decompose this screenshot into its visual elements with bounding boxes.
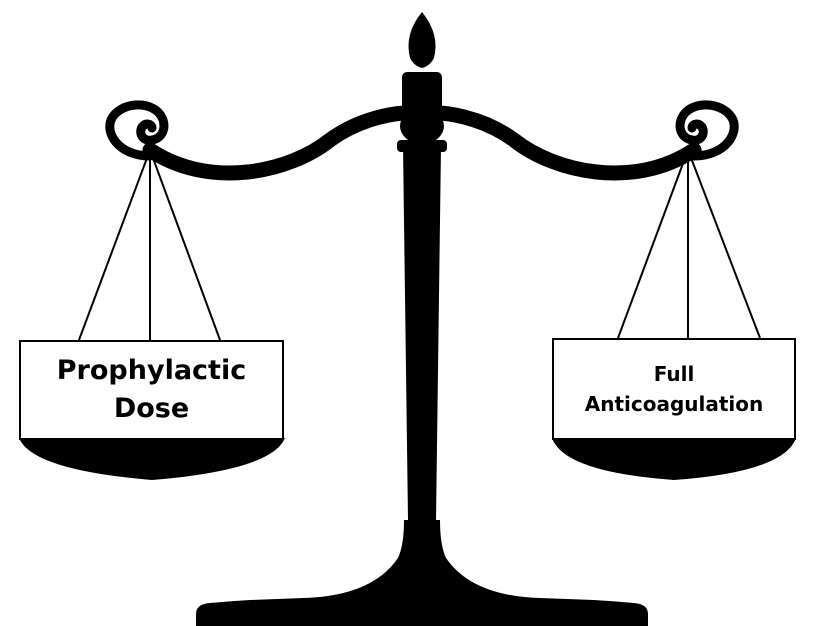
scale-finial bbox=[409, 12, 436, 68]
left-strings bbox=[79, 150, 220, 340]
scale-base bbox=[196, 520, 648, 626]
right-pan-label-line-1: Full bbox=[654, 359, 695, 389]
left-pan-label-line-2: Dose bbox=[114, 390, 189, 428]
left-pan-label-line-1: Prophylactic bbox=[57, 352, 246, 390]
left-pan-label: Prophylactic Dose bbox=[19, 340, 284, 440]
left-pan bbox=[19, 438, 285, 480]
right-pan-label-line-2: Anticoagulation bbox=[585, 389, 764, 419]
scale-column bbox=[403, 146, 441, 520]
right-pan bbox=[552, 438, 796, 480]
right-pan-label: Full Anticoagulation bbox=[552, 338, 796, 440]
